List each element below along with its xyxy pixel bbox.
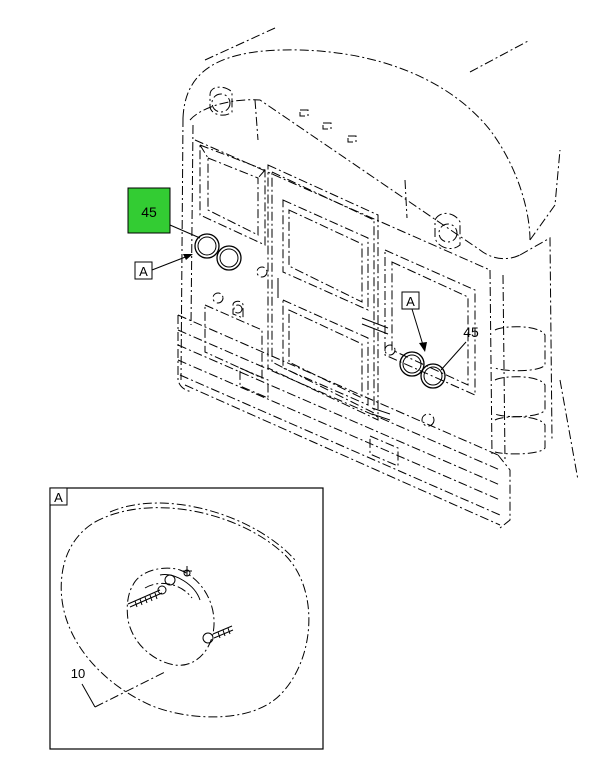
view-a-right-arrow [411,308,424,346]
callout-10-leader-b [94,671,166,708]
mounting-screw-left [127,585,167,608]
callout-45-right-leader [440,341,467,371]
callout-45-leader [169,224,201,239]
mounting-screw-top [164,566,192,586]
detail-a-inset: A 10 [49,487,324,750]
view-a-left-marker: A [134,261,153,280]
detail-a-title: A [54,490,63,505]
right-tail-lamps [399,351,446,389]
lamp-grommet [126,567,215,666]
callout-45-highlighted[interactable]: 45 [127,187,171,234]
lamp-panel-outline [60,507,310,718]
view-a-right-marker: A [401,291,420,310]
view-a-left-arrowhead [183,254,193,260]
detail-a-frame [49,487,324,750]
view-a-left-arrow [151,255,189,271]
view-a-left-label: A [139,264,148,279]
detail-a-tag [49,487,68,506]
left-tail-lamps [194,233,242,271]
rear-bumper [177,314,511,529]
view-a-right-label: A [406,294,415,309]
lamp-panel-rim [109,502,296,561]
callout-45-right[interactable]: 45 [463,324,479,340]
bus-rear-body [180,27,579,481]
callout-45-label: 45 [141,204,157,220]
mounting-screw-bottom [202,625,234,644]
callout-10[interactable]: 10 [71,666,85,681]
view-a-right-arrowhead [419,342,427,352]
callout-45-highlight-box [127,187,171,234]
callout-10-leader-a [81,683,96,708]
